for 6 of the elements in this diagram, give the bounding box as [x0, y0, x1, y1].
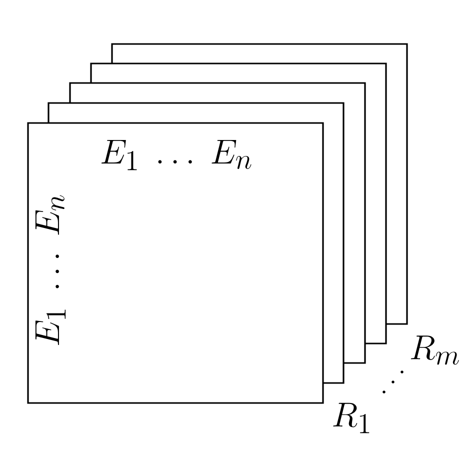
- row-labels: $E_1 \ \ldots \ E_n$: [35, 195, 66, 346]
- sheet-index-label: $R_m$: [410, 336, 459, 365]
- stacked-sheet: [90, 62, 387, 344]
- column-labels: $E_1 \ \ldots \ E_n$: [101, 140, 252, 170]
- stacked-sheet: [69, 82, 366, 364]
- sheet-index-label: $R_1$: [333, 402, 370, 434]
